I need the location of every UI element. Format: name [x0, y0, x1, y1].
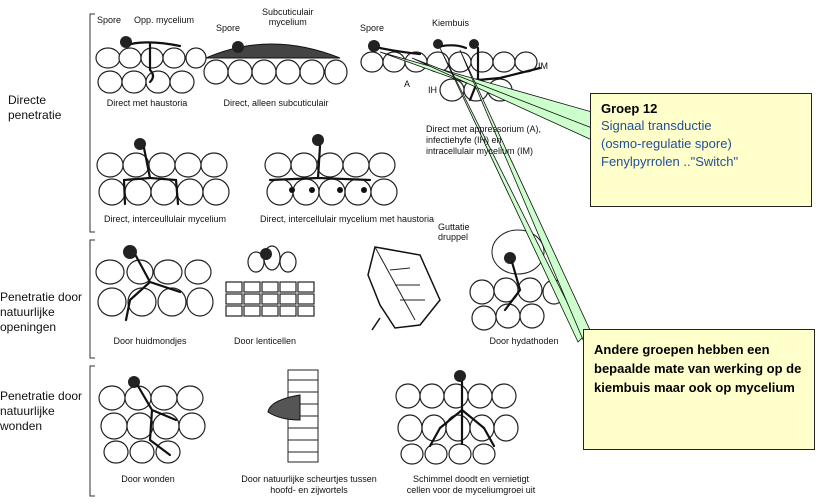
callout-groep-12-line-3: Fenylpyrrolen .."Switch": [601, 153, 801, 171]
caption-lenticellen: Door lenticellen: [220, 336, 310, 347]
caption-scheurtjes: Door natuurlijke scheurtjes tussen hoofd…: [234, 474, 384, 496]
callout-andere-groepen-text: Andere groepen hebben een bepaalde mate …: [594, 340, 804, 397]
label-a: A: [404, 79, 410, 89]
panel-subcuticulair: [204, 41, 347, 84]
panel-wonden: [99, 376, 205, 463]
panel-scheurtjes: [268, 370, 318, 462]
callout-groep-12-line-2: (osmo-regulatie spore): [601, 135, 801, 153]
caption-wonden: Door wonden: [108, 474, 188, 485]
section-penetratie-openingen: Penetratie door natuurlijke openingen: [0, 290, 82, 335]
callout-andere-groepen: Andere groepen hebben een bepaalde mate …: [583, 329, 815, 450]
panel-lenticellen: [226, 246, 314, 316]
caption-direct-subcuticulair: Direct, alleen subcuticulair: [206, 98, 346, 109]
panel-intercellulair: [97, 138, 229, 205]
label-im: IM: [538, 61, 548, 71]
label-opp-mycelium: Opp. mycelium: [134, 15, 194, 25]
caption-direct-appressorium: Direct met appressorium (A), infectiehyf…: [426, 124, 576, 157]
caption-hydathoden: Door hydathoden: [474, 336, 574, 347]
panel-intercellulair-haustoria: [265, 134, 397, 205]
caption-interceullulair: Direct, interceullulair mycelium: [90, 214, 240, 225]
panel-direct-haustoria: [96, 36, 206, 93]
panel-schimmel-doodt: [396, 370, 518, 464]
label-guttatie-druppel: Guttatie druppel: [438, 222, 470, 242]
label-subcuticulair: Subcuticulair mycelium: [262, 7, 314, 27]
label-kiembuis: Kiembuis: [432, 18, 469, 28]
caption-direct-haustoria: Direct met haustoria: [92, 98, 202, 109]
callout-groep-12-title: Groep 12: [601, 100, 801, 117]
callout-groep-12: Groep 12 Signaal transductie (osmo-regul…: [590, 93, 812, 207]
caption-intercellulair-haustoria: Direct, intercellulair mycelium met haus…: [242, 214, 452, 225]
panel-leaf: [368, 247, 440, 330]
section-brackets: [90, 14, 95, 496]
caption-huidmondjes: Door huidmondjes: [100, 336, 200, 347]
section-directe-penetratie: Directe penetratie: [8, 93, 61, 123]
callout-groep-12-line-1: Signaal transductie: [601, 117, 801, 135]
label-ih: IH: [428, 85, 437, 95]
label-spore-1: Spore: [97, 15, 121, 25]
section-penetratie-wonden: Penetratie door natuurlijke wonden: [0, 389, 82, 434]
label-spore-2: Spore: [216, 23, 240, 33]
panel-huidmondjes: [96, 245, 213, 320]
caption-schimmel-doodt: Schimmel doodt en vernietigt cellen voor…: [396, 474, 546, 496]
label-spore-3: Spore: [360, 23, 384, 33]
